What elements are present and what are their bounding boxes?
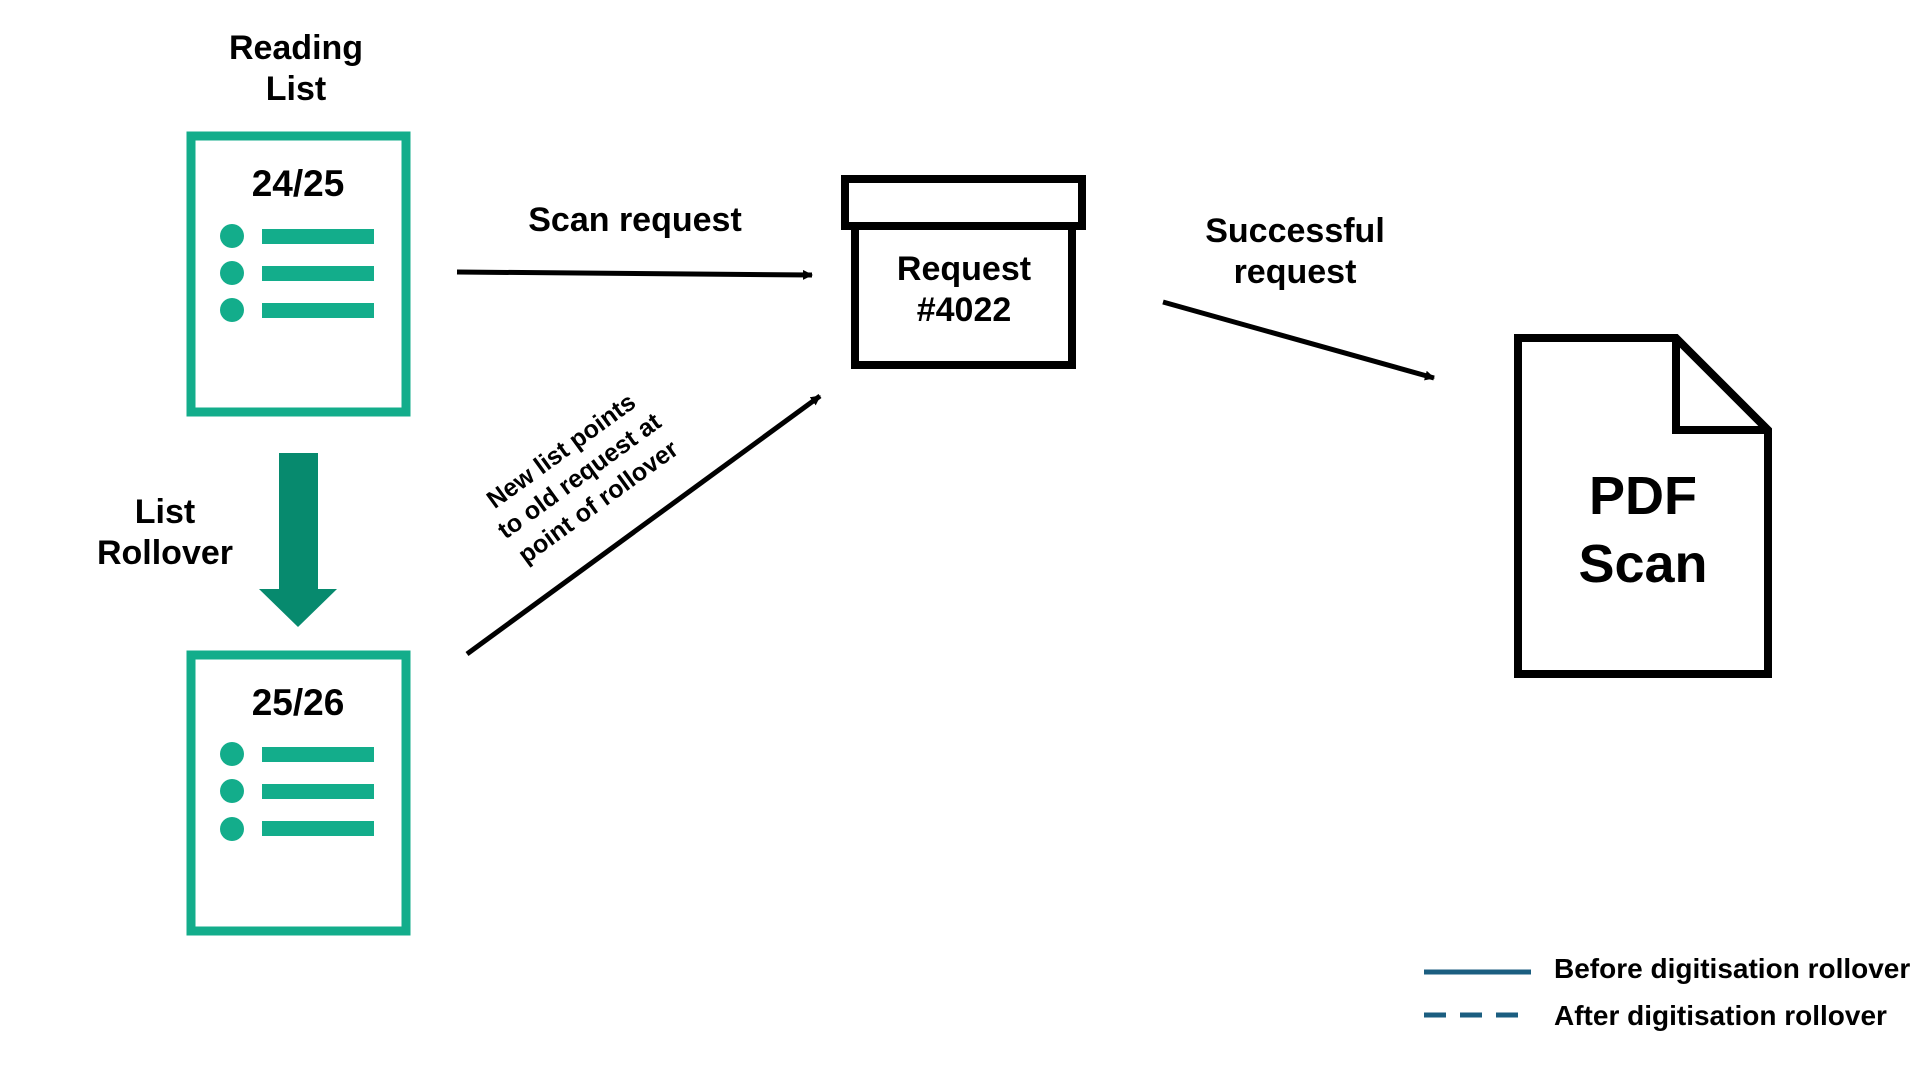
pdf-scan-label: PDF Scan [1578, 466, 1708, 594]
scan-request-arrow [456, 269, 813, 280]
reading-list-2526-icon [186, 650, 411, 936]
reading-list-2425-year: 24/25 [251, 163, 345, 204]
scan-request-label: Scan request [528, 201, 742, 239]
request-box-icon [841, 175, 1086, 369]
pdf-document-icon [1514, 334, 1772, 678]
successful-request-arrow [1162, 299, 1435, 381]
legend-before-label: Before digitisation rollover [1554, 953, 1911, 984]
reading-list-2526-year: 25/26 [251, 682, 345, 723]
reading-list-2425-icon [186, 131, 411, 417]
list-rollover-label: List Rollover [96, 493, 234, 572]
request-box-label: Request #4022 [896, 250, 1032, 329]
reading-list-title: Reading List [228, 29, 364, 108]
legend-after-label: After digitisation rollover [1554, 1000, 1887, 1031]
rollover-arrow-icon [259, 453, 337, 627]
rollover-pointer-arrow [465, 393, 822, 657]
successful-request-label: Successful request [1205, 212, 1385, 291]
